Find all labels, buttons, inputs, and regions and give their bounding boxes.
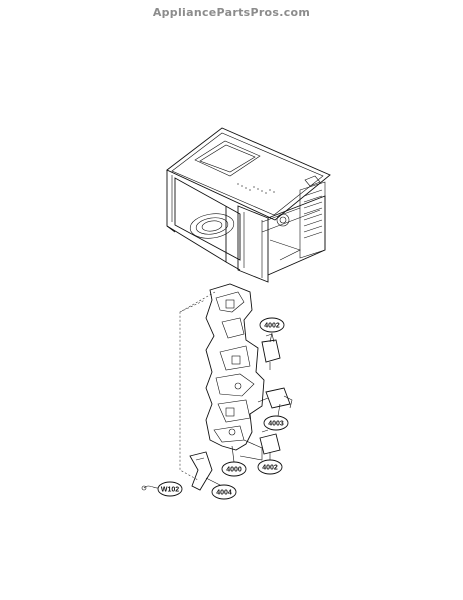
interlock-switch-upper <box>261 333 281 370</box>
callout-label: 4004 <box>216 490 232 497</box>
latch-lever <box>189 451 213 491</box>
callout-label: 4000 <box>226 467 242 474</box>
callout-4002-lower: 4002 <box>257 459 283 475</box>
callout-4002-upper: 4002 <box>259 317 285 333</box>
callout-4000: 4000 <box>221 461 247 477</box>
callout-label: 4002 <box>262 465 278 472</box>
interlock-switch-lower <box>259 429 281 455</box>
callout-label: W102 <box>161 487 179 494</box>
callout-4004: 4004 <box>211 484 237 500</box>
callout-label: 4003 <box>268 421 284 428</box>
interlock-switch-middle <box>257 387 293 409</box>
microwave-cabinet <box>166 127 331 283</box>
site-watermark: AppliancePartsPros.com <box>152 6 311 19</box>
callout-W102: W102 <box>157 481 183 497</box>
callout-4003: 4003 <box>263 415 289 431</box>
callout-label: 4002 <box>264 323 280 330</box>
latch-board-assembly <box>205 283 265 461</box>
